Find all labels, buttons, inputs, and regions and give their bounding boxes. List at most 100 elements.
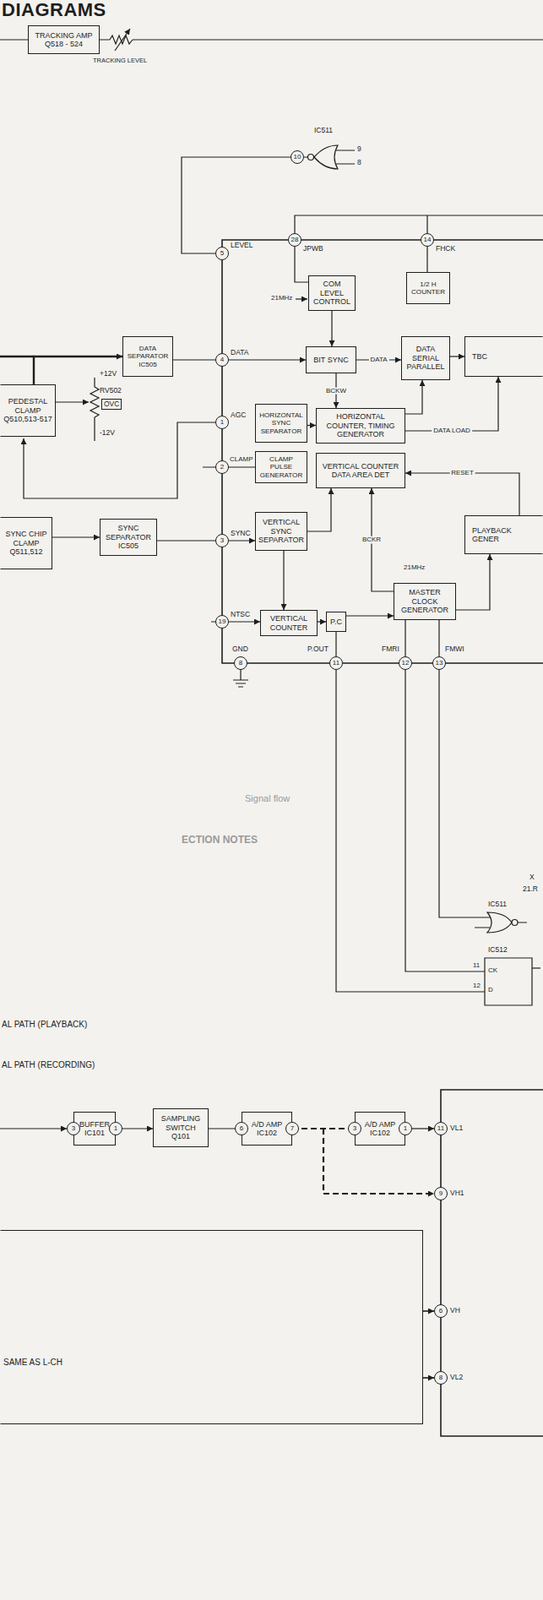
edge-label: DATA [368, 356, 389, 364]
audio-input-wire [0, 1127, 67, 1129]
ground-symbol [233, 669, 249, 687]
pin-number: 8 [233, 656, 248, 670]
wiper-wire [55, 401, 89, 402]
box-text: MASTER CLOCK GENERATOR [396, 587, 453, 614]
signal-label: +12V [99, 369, 117, 378]
signal-label: JPWB [303, 244, 324, 253]
ic-outline [440, 1089, 543, 1436]
signal-label: IC511 [488, 900, 507, 908]
signal-label: AGC [230, 411, 246, 419]
clamp-wire [202, 466, 256, 467]
signal-connector [346, 614, 394, 616]
audio-wire [412, 1127, 435, 1129]
box-label: MASTER CLOCK GENERATOR [396, 587, 453, 614]
arrow-wire [423, 1309, 435, 1311]
box-label: DATA SERIAL PARALLEL [404, 344, 447, 371]
box-label: PEDESTAL CLAMP Q510,513-517 [3, 396, 53, 424]
box-label: SYNC CHIP CLAMP Q511,512 [3, 529, 49, 556]
box-label: DATA SEPARATOR IC505 [125, 344, 170, 369]
box-label: TRACKING AMP Q518 - 524 [31, 31, 97, 49]
box-label: SAMPLING SWITCH Q101 [156, 1113, 206, 1141]
output-wire [532, 966, 541, 968]
block-box: BIT SYNC [305, 346, 357, 374]
block-box: TBC [464, 336, 543, 377]
signal-label: 21MHz [403, 564, 425, 571]
pin-number: 2 [215, 460, 229, 474]
box-label: TBC [472, 352, 540, 361]
box-label: SYNC SEPARATOR IC505 [103, 523, 154, 550]
block-box: SYNC CHIP CLAMP Q511,512 [0, 516, 53, 570]
edge-label: RESET [449, 469, 476, 478]
pin-number: 19 [215, 614, 229, 629]
pin-number: 5 [215, 246, 229, 261]
block-box: COM LEVEL CONTROL [308, 275, 356, 311]
box-text: BUFFER IC101 [76, 1119, 113, 1138]
signal-label: IC512 [488, 945, 508, 954]
edge-label: DATA LOAD [431, 427, 473, 435]
box-text: DATA SEPARATOR IC505 [125, 344, 170, 369]
edge-label: BCKW [324, 386, 348, 395]
box-text: VERTICAL SYNC SEPARATOR [258, 517, 305, 544]
gate-wire [474, 922, 527, 928]
edge-label: BCKR [360, 536, 383, 544]
signal-connector [157, 539, 256, 541]
pin-number: 11 [434, 1121, 448, 1135]
block-box: A/D AMP IC102 [241, 1111, 293, 1146]
video-input-wire [0, 355, 34, 358]
pin-number: 6 [234, 1121, 249, 1135]
pin-number: 28 [287, 233, 302, 247]
signal-label: DATA [230, 348, 249, 357]
pin-number: 9 [434, 1186, 448, 1201]
signal-connector [405, 376, 499, 431]
signal-label: FMWI [445, 645, 465, 653]
show-through-heading: ECTION NOTES [181, 834, 258, 845]
connector-group [33, 310, 520, 1129]
fmwi-wire [439, 619, 490, 918]
pin-number: 11 [329, 656, 343, 670]
block-box: DATA SEPARATOR IC505 [122, 336, 174, 377]
pin-number: 13 [432, 656, 446, 670]
right-channel-wire [423, 1310, 435, 1378]
signal-label: FHCK [435, 244, 456, 253]
block-box: P.C [325, 611, 347, 632]
signal-label: TRACKING LEVEL [92, 57, 147, 65]
box-text: DATA SERIAL PARALLEL [404, 344, 447, 371]
signal-label: VL2 [450, 1373, 463, 1381]
block-box: VERTICAL COUNTER [260, 609, 318, 636]
signal-label: X [529, 873, 535, 881]
block-box: 1/2 H COUNTER [406, 271, 451, 305]
inverter-bubble [308, 154, 315, 161]
box-label: COM LEVEL CONTROL [311, 279, 353, 306]
show-through-text: Signal flow [244, 793, 290, 804]
block-box: A/D AMP IC102 [354, 1111, 406, 1146]
block-box: SAMPLING SWITCH Q101 [152, 1107, 209, 1147]
flip-flop-symbol [484, 957, 533, 1005]
box-text: SAME AS L-CH [3, 1357, 420, 1368]
signal-connector [292, 1127, 355, 1130]
signal-label: VH1 [450, 1189, 465, 1197]
signal-label: D [488, 986, 494, 994]
box-label: PLAYBACK GENER [472, 526, 540, 544]
signal-label: GND [232, 645, 249, 653]
box-label: CLAMP PULSE GENERATOR [258, 455, 305, 479]
pin-number: 12 [398, 656, 413, 670]
pin-number: 8 [434, 1370, 448, 1385]
signal-connector [405, 472, 520, 516]
block-box: SYNC SEPARATOR IC505 [99, 518, 158, 556]
signal-connector [317, 620, 326, 622]
path-note: AL PATH (RECORDING) [1, 1060, 95, 1070]
pin-number: 3 [347, 1121, 362, 1135]
box-label: 1/2 H COUNTER [409, 280, 447, 297]
box-text: VERTICAL COUNTER [263, 613, 315, 632]
block-box: HORIZONTAL SYNC SEPARATOR [255, 403, 308, 443]
signal-label: SYNC [230, 529, 251, 538]
signal-connector [307, 488, 332, 532]
pin-number: 1 [398, 1121, 413, 1135]
signal-label: 9 [357, 145, 362, 153]
pin-number: 1 [108, 1121, 123, 1135]
box-text: PEDESTAL CLAMP Q510,513-517 [3, 396, 53, 424]
block-box: PLAYBACK GENER [464, 515, 543, 554]
signal-connector [450, 355, 465, 357]
